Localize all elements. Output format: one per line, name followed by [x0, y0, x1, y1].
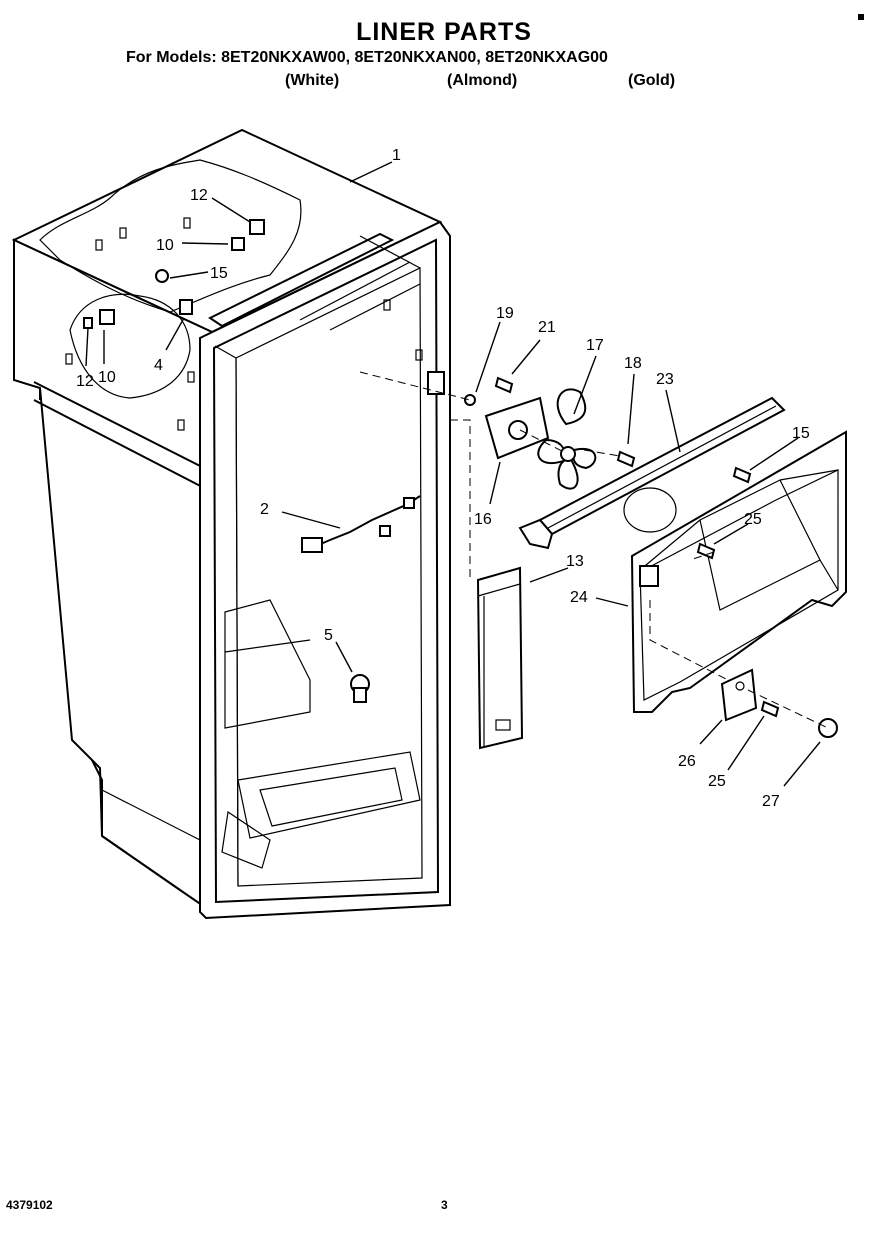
callout-17: 17: [586, 337, 604, 354]
small-parts-cabinet: [83, 219, 421, 703]
callout-labels: 1 12 10 15 4 12 10 2 5 19 21 17 18 23 15…: [76, 147, 810, 810]
channel-13: [476, 566, 524, 750]
page-title: LINER PARTS: [356, 18, 532, 46]
panel-24: [630, 430, 847, 713]
callout-12-lower: 12: [76, 373, 94, 390]
callout-18: 18: [624, 355, 642, 372]
assembly-lines: [359, 371, 829, 729]
callout-4: 4: [154, 357, 163, 374]
callout-15-right: 15: [792, 425, 810, 442]
callout-16: 16: [474, 511, 492, 528]
screw-25-lower: [760, 700, 780, 718]
plate-26: [720, 668, 758, 722]
callout-2: 2: [260, 501, 269, 518]
variant-gold: (Gold): [628, 72, 676, 89]
clip-4: [179, 299, 193, 315]
clip-12: [249, 219, 265, 235]
callout-5: 5: [324, 627, 333, 644]
callout-10: 10: [156, 237, 174, 254]
clip-10-lower: [99, 309, 115, 325]
callout-26: 26: [678, 753, 696, 770]
clip-10: [231, 237, 245, 251]
fan-blade-17: [556, 388, 587, 426]
callout-1: 1: [392, 147, 401, 164]
callout-10-lower: 10: [98, 369, 116, 386]
callout-12: 12: [190, 187, 208, 204]
callout-21: 21: [538, 319, 556, 336]
corner-mark: [858, 14, 864, 20]
callout-15: 15: [210, 265, 228, 282]
grommet-19: [464, 394, 476, 406]
fan-assembly: [464, 376, 786, 550]
knob-27: [818, 718, 838, 738]
rear-panel-24: [630, 430, 847, 738]
variant-almond: (Almond): [447, 72, 518, 89]
screw-18: [616, 450, 636, 468]
models-line: For Models: 8ET20NKXAW00, 8ET20NKXAN00, …: [126, 49, 608, 66]
callout-25-lower: 25: [708, 773, 726, 790]
clip-12-lower: [83, 317, 93, 329]
screw-15-right: [732, 466, 752, 484]
leader-lines: [85, 161, 821, 787]
screw-25-upper: [696, 542, 716, 560]
liner-cabinet: [11, 128, 451, 920]
callout-24: 24: [570, 589, 588, 606]
screw-21: [494, 376, 514, 394]
page-number: 3: [441, 1198, 448, 1212]
callout-19: 19: [496, 305, 514, 322]
callout-23: 23: [656, 371, 674, 388]
callout-13: 13: [566, 553, 584, 570]
document-code: 4379102: [6, 1198, 53, 1212]
callout-25-upper: 25: [744, 511, 762, 528]
screw-15: [155, 269, 169, 283]
variant-white: (White): [285, 72, 340, 89]
callout-27: 27: [762, 793, 780, 810]
